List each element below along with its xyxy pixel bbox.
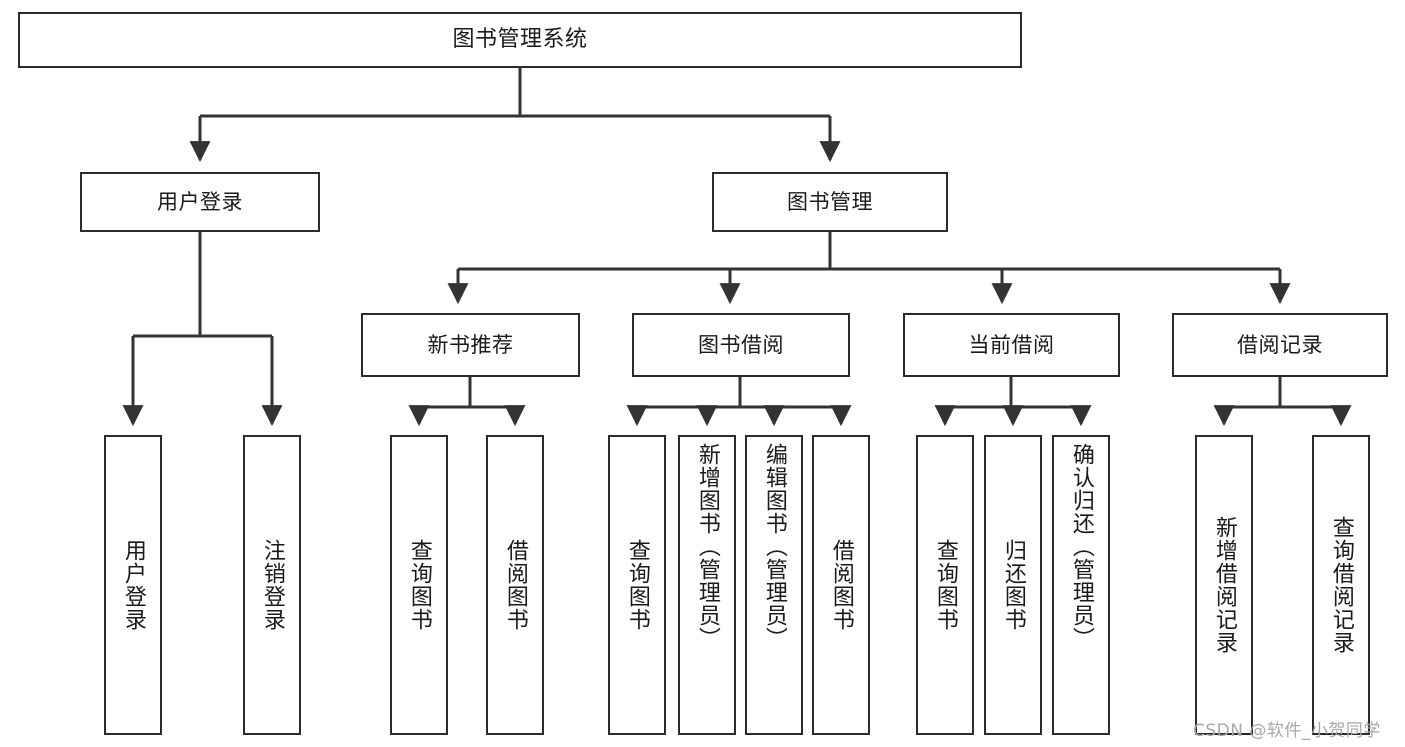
leaf-user-login-label: 用户登录 <box>120 539 146 631</box>
leaf-edit-book[interactable]: 编辑图书（管理员） <box>745 435 803 735</box>
node-book-manage-label: 图书管理 <box>787 189 873 214</box>
leaf-borrow-book-label: 借阅图书 <box>828 539 854 631</box>
leaf-add-book[interactable]: 新增图书（管理员） <box>678 435 736 735</box>
leaf-query-book-current[interactable]: 查询图书 <box>916 435 974 735</box>
leaf-add-borrow-record[interactable]: 新增借阅记录 <box>1195 435 1253 735</box>
leaf-query-book-recommend-label: 查询图书 <box>406 539 432 631</box>
leaf-logout-label: 注销登录 <box>259 539 285 631</box>
leaf-borrow-book-recommend-label: 借阅图书 <box>502 539 528 631</box>
leaf-add-borrow-record-label: 新增借阅记录 <box>1211 516 1237 654</box>
leaf-query-borrow-record[interactable]: 查询借阅记录 <box>1312 435 1370 735</box>
leaf-confirm-return-label: 确认归还（管理员） <box>1068 443 1094 650</box>
node-root-system[interactable]: 图书管理系统 <box>18 12 1022 68</box>
node-book-manage[interactable]: 图书管理 <box>712 172 948 232</box>
node-borrow-record[interactable]: 借阅记录 <box>1172 313 1388 377</box>
node-new-book-recommend[interactable]: 新书推荐 <box>361 313 580 377</box>
node-new-book-recommend-label: 新书推荐 <box>427 332 514 357</box>
leaf-return-book-label: 归还图书 <box>1000 539 1026 631</box>
leaf-query-book-current-label: 查询图书 <box>932 539 958 631</box>
leaf-confirm-return[interactable]: 确认归还（管理员） <box>1052 435 1110 735</box>
leaf-logout[interactable]: 注销登录 <box>243 435 301 735</box>
leaf-borrow-book-recommend[interactable]: 借阅图书 <box>486 435 544 735</box>
node-root-system-label: 图书管理系统 <box>452 27 588 53</box>
node-user-login[interactable]: 用户登录 <box>80 172 320 232</box>
node-book-borrow-label: 图书借阅 <box>698 332 784 357</box>
node-book-borrow[interactable]: 图书借阅 <box>632 313 850 377</box>
node-user-login-label: 用户登录 <box>157 189 243 214</box>
node-borrow-record-label: 借阅记录 <box>1237 332 1323 357</box>
node-current-borrow[interactable]: 当前借阅 <box>903 313 1120 377</box>
leaf-query-book-borrow[interactable]: 查询图书 <box>608 435 666 735</box>
leaf-query-book-borrow-label: 查询图书 <box>624 539 650 631</box>
leaf-borrow-book[interactable]: 借阅图书 <box>812 435 870 735</box>
node-current-borrow-label: 当前借阅 <box>968 332 1055 357</box>
leaf-query-borrow-record-label: 查询借阅记录 <box>1328 516 1354 654</box>
watermark: CSDN @软件_小贺同学 <box>1193 721 1381 741</box>
leaf-add-book-label: 新增图书（管理员） <box>694 443 720 650</box>
leaf-return-book[interactable]: 归还图书 <box>984 435 1042 735</box>
leaf-user-login[interactable]: 用户登录 <box>104 435 162 735</box>
leaf-query-book-recommend[interactable]: 查询图书 <box>390 435 448 735</box>
leaf-edit-book-label: 编辑图书（管理员） <box>761 443 787 650</box>
